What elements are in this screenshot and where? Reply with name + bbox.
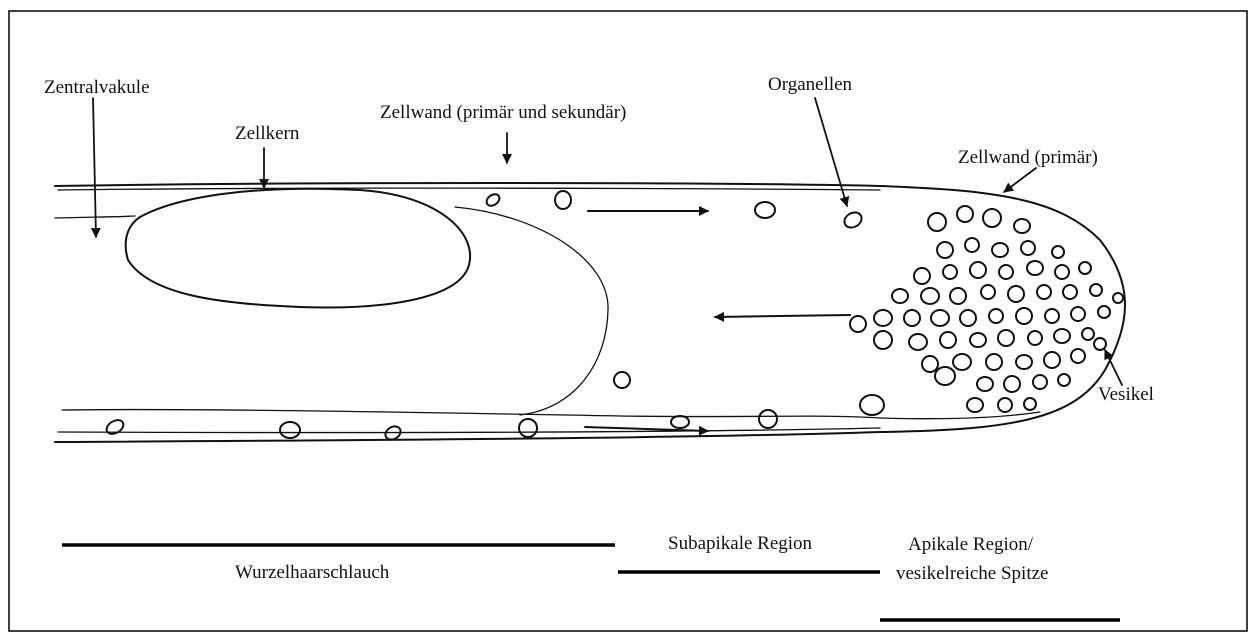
label-region-apical-1: Apikale Region/ bbox=[908, 534, 1034, 555]
label-region-hair: Wurzelhaarschlauch bbox=[235, 562, 390, 583]
label-zentralvakuole: Zentralvakule bbox=[44, 77, 150, 98]
label-vesikel: Vesikel bbox=[1098, 384, 1154, 405]
flow-arrow-return bbox=[715, 315, 850, 317]
vesicles bbox=[850, 206, 1123, 412]
pointer-zentralvakuole bbox=[93, 98, 96, 237]
cytoplasm-flow-arrows bbox=[585, 211, 850, 431]
flow-arrow-bottom bbox=[585, 427, 708, 431]
label-zellwand-p: Zellwand (primär) bbox=[958, 147, 1098, 168]
cell-nucleus bbox=[126, 189, 470, 308]
central-vacuole-boundary bbox=[455, 207, 608, 415]
label-region-subapical: Subapikale Region bbox=[668, 533, 813, 554]
label-region-apical-2: vesikelreiche Spitze bbox=[896, 563, 1048, 584]
label-zellkern: Zellkern bbox=[235, 123, 300, 144]
figure-frame bbox=[9, 11, 1247, 631]
label-zellwand-ps: Zellwand (primär und sekundär) bbox=[380, 102, 626, 123]
label-organellen: Organellen bbox=[768, 74, 853, 95]
pointer-zellwand-p bbox=[1004, 168, 1036, 192]
